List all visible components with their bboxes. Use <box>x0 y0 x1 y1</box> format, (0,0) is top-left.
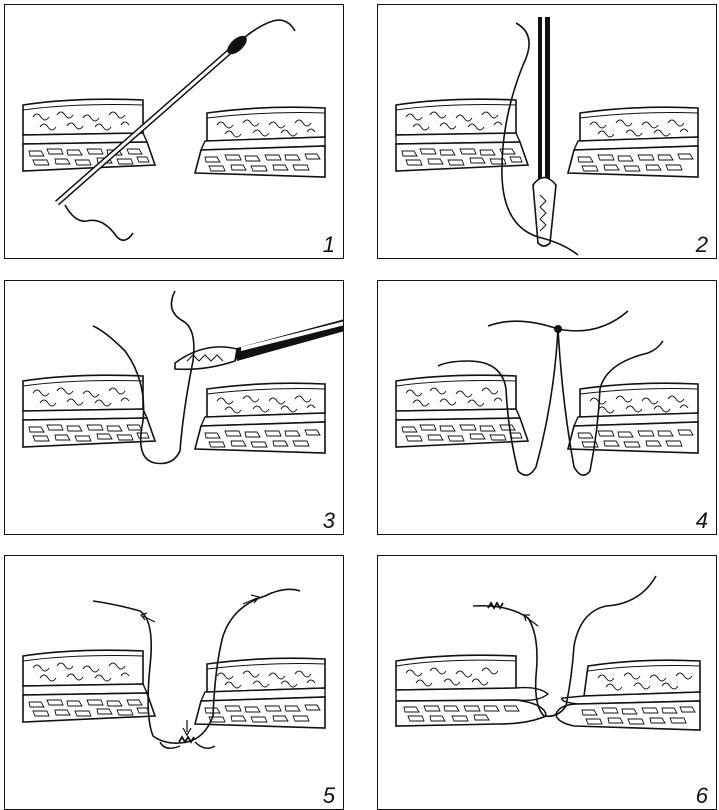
step-2-illustration <box>378 5 717 259</box>
step-number: 1 <box>323 234 335 256</box>
step-6-panel: 6 <box>377 555 717 810</box>
step-4-panel: 4 <box>377 280 717 535</box>
step-5-illustration <box>5 556 344 810</box>
forceps-icon <box>533 17 556 246</box>
step-number: 2 <box>696 234 708 256</box>
step-3-illustration <box>5 281 344 535</box>
step-2-panel: 2 <box>377 4 717 259</box>
step-number: 3 <box>323 510 335 532</box>
step-3-panel: 3 <box>4 280 344 535</box>
forceps-icon <box>175 319 344 369</box>
step-4-illustration <box>378 281 717 535</box>
knot-icon <box>179 737 194 742</box>
step-6-illustration <box>378 556 717 810</box>
step-number: 5 <box>323 785 335 807</box>
step-number: 6 <box>696 785 708 807</box>
tissue-right-icon <box>568 107 698 177</box>
tissue-left-icon <box>23 375 155 447</box>
tissue-right-icon <box>568 383 698 453</box>
tissue-right-icon <box>195 107 325 177</box>
tissue-right-icon <box>195 383 325 453</box>
arrow-icon <box>183 720 191 735</box>
step-1-panel: 1 <box>4 4 344 259</box>
tissue-left-icon <box>23 650 155 722</box>
step-5-panel: 5 <box>4 555 344 810</box>
step-1-illustration <box>5 5 344 259</box>
step-number: 4 <box>696 510 708 532</box>
